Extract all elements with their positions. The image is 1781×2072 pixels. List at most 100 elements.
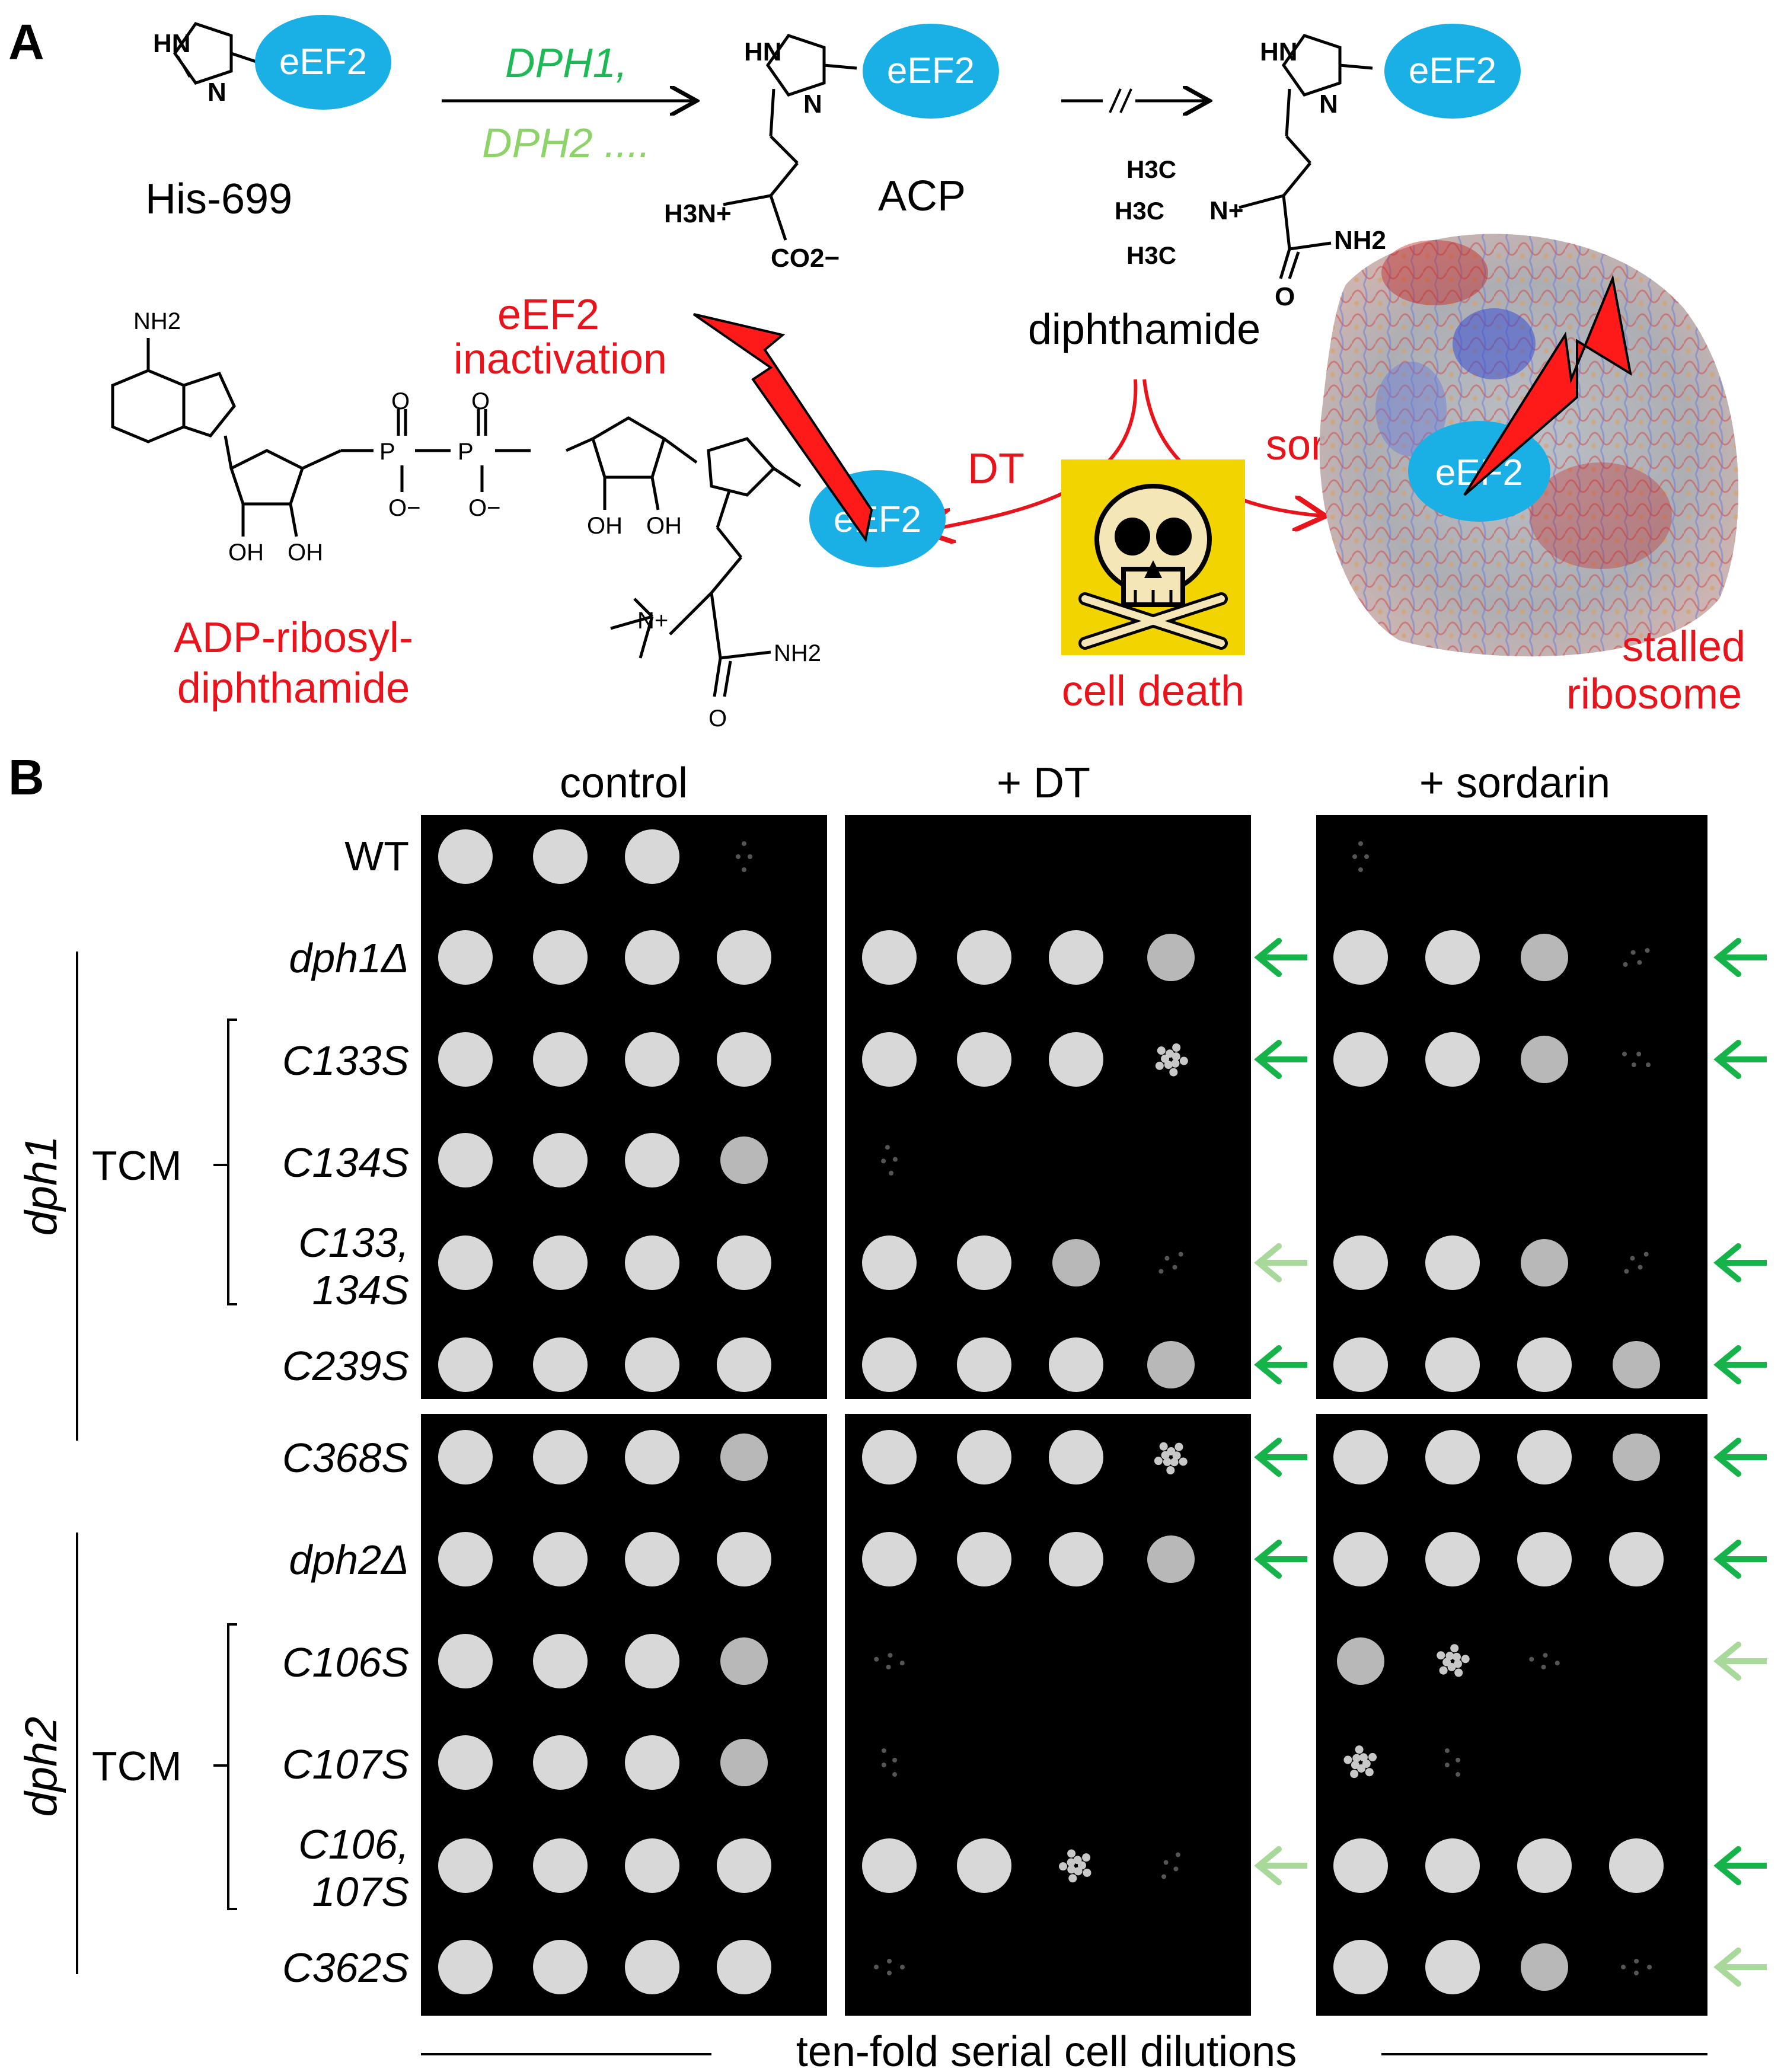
row-label-c133-134s-1: C133, <box>298 1219 409 1266</box>
colony-spot <box>625 1940 679 1994</box>
row-label-dph1-delta: dph1Δ <box>289 935 409 981</box>
colony-spot <box>438 1430 493 1484</box>
colony-spot <box>1052 1239 1100 1286</box>
row-label-wt: WT <box>344 833 409 879</box>
resistance-arrow-icon <box>1254 938 1307 977</box>
colony-spot <box>1333 930 1388 985</box>
diphthamide-label: diphthamide <box>1028 306 1260 353</box>
colony-spot <box>533 1940 588 1994</box>
colony-dot <box>1439 1666 1448 1675</box>
colony-dot <box>887 1959 892 1964</box>
colony-spot <box>720 1637 768 1685</box>
colony-dot <box>1157 1046 1166 1055</box>
row-label-c106-107s-1: C106, <box>298 1821 409 1867</box>
eef2-oval-1 <box>255 15 391 110</box>
panel-b-letter: B <box>8 749 44 805</box>
colony-spot <box>717 1838 771 1893</box>
colony-dot <box>881 1748 886 1753</box>
colony-spot <box>1609 1838 1664 1893</box>
eef2-label-2: eEF2 <box>887 50 975 91</box>
chem-nplus-1: N+ <box>1209 196 1243 225</box>
colony-spot <box>1333 1940 1388 1994</box>
colony-spot <box>862 1532 917 1586</box>
chem-o-1: O <box>1275 282 1295 311</box>
colony-dot <box>1456 1757 1461 1763</box>
colony-dot <box>1172 1043 1181 1052</box>
colony-dot <box>1638 1265 1643 1270</box>
chem-co2: CO2− <box>771 244 840 273</box>
colony-spot <box>720 1434 768 1481</box>
colony-spot <box>1333 1337 1388 1392</box>
colony-spot <box>438 1940 493 1994</box>
footer-label: ten-fold serial cell dilutions <box>796 2028 1297 2072</box>
group-label-dph2: dph2 <box>16 1716 66 1816</box>
panel-a-letter: A <box>8 14 44 70</box>
colony-spot <box>625 1532 679 1586</box>
colony-dot <box>1358 841 1363 846</box>
colony-dot <box>1067 1865 1076 1874</box>
his-label: His-699 <box>145 175 292 223</box>
eef2-oval-2 <box>863 24 999 119</box>
colony-dot <box>1364 854 1369 859</box>
colony-dot <box>1444 1763 1450 1768</box>
chem-oh-4: OH <box>646 513 682 539</box>
colony-spot <box>957 1838 1011 1893</box>
colony-dot <box>1645 948 1650 953</box>
colony-spot <box>438 829 493 884</box>
colony-spot <box>1517 1838 1572 1893</box>
colony-spot <box>1337 1637 1384 1685</box>
colony-dot <box>1161 1874 1167 1879</box>
chem-hn-3: HN <box>1260 37 1298 66</box>
colony-dot <box>1172 1052 1180 1061</box>
stalled-label-1: stalled <box>1622 623 1745 671</box>
resistance-arrow-icon <box>1254 1438 1307 1477</box>
chem-h3n: H3N+ <box>664 199 732 228</box>
resistance-arrow-icon <box>1713 1438 1767 1477</box>
colony-dot <box>1630 1256 1635 1261</box>
resistance-arrow-icon <box>1713 1345 1767 1384</box>
stalled-label-2: ribosome <box>1566 671 1742 718</box>
colony-dot <box>1067 1858 1075 1867</box>
resistance-arrow-icon <box>1254 1540 1307 1579</box>
adp-label-1: ADP-ribosyl- <box>174 614 413 662</box>
colony-spot <box>438 1532 493 1586</box>
colony-spot <box>1425 1532 1480 1586</box>
colony-dot <box>1541 1664 1546 1669</box>
colony-spot <box>1333 1235 1388 1290</box>
row-label-c106s: C106S <box>282 1639 409 1685</box>
colony-spot <box>1147 934 1195 981</box>
colony-dot <box>1450 1644 1459 1653</box>
dt-label: DT <box>968 445 1024 493</box>
group-label-dph1: dph1 <box>16 1135 66 1235</box>
colony-dot <box>1067 1849 1076 1858</box>
acp-structure <box>723 34 857 241</box>
plate-sordarin-bottom <box>1316 1414 1707 2016</box>
chem-p-1: P <box>379 439 395 465</box>
colony-spot <box>625 1133 679 1187</box>
chem-nh2-2: NH2 <box>133 308 181 334</box>
inactivation-label-2: inactivation <box>454 336 667 383</box>
column-header-sordarin: + sordarin <box>1419 759 1610 807</box>
colony-spot <box>957 1430 1011 1484</box>
colony-spot <box>1521 1943 1568 1991</box>
column-header-dt: + DT <box>997 759 1090 807</box>
enzyme-dph1: DPH1, <box>505 40 627 86</box>
tcm-label-dph2: TCM <box>92 1743 182 1789</box>
colony-spot <box>862 1032 917 1087</box>
colony-dot <box>1083 1868 1091 1877</box>
diphthamide-structure <box>1239 34 1373 279</box>
resistance-arrow-icon <box>1713 1948 1767 1987</box>
colony-spot <box>1517 1337 1572 1392</box>
colony-spot <box>1517 1532 1572 1586</box>
colony-spot <box>1147 1535 1195 1583</box>
resistance-arrow-icon <box>1254 1040 1307 1079</box>
colony-dot <box>1454 1668 1463 1677</box>
colony-dot <box>1155 1061 1164 1070</box>
colony-dot <box>899 1661 905 1666</box>
colony-spot <box>438 1235 493 1290</box>
colony-spot <box>625 930 679 985</box>
chem-o-2: O <box>708 705 727 732</box>
colony-spot <box>1425 1838 1480 1893</box>
step2-break-2 <box>1119 88 1132 113</box>
